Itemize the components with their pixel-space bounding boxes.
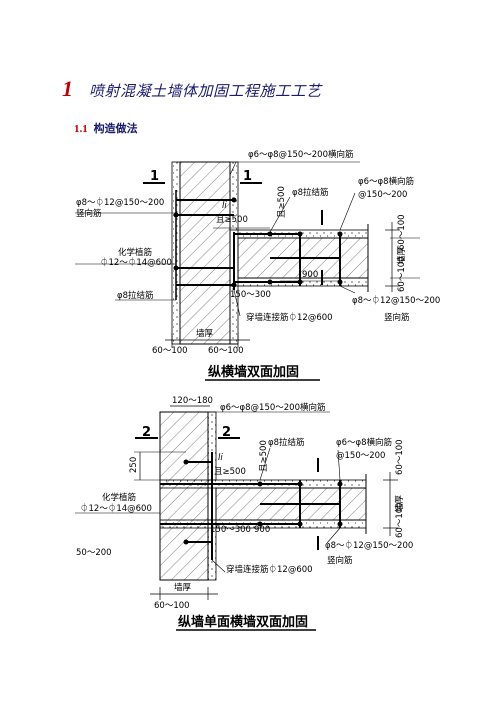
svg-text:化学植筋: 化学植筋 [102, 492, 136, 503]
svg-text:120～180: 120～180 [172, 396, 213, 406]
subsection-title: 构造做法 [93, 122, 138, 135]
section-heading: 1 喷射混凝土墙体加固工程施工工艺 [62, 76, 322, 102]
subsection-number: 1.1 [74, 123, 88, 135]
svg-text:φ8拉结筋: φ8拉结筋 [117, 290, 154, 301]
svg-text:竖向筋: 竖向筋 [327, 555, 353, 566]
svg-text:墙厚: 墙厚 [394, 494, 405, 512]
svg-text:墙厚: 墙厚 [174, 582, 192, 593]
svg-text:li: li [222, 201, 227, 211]
section-mark-right: 2 [222, 425, 231, 440]
svg-text:150～300: 150～300 [230, 290, 271, 300]
label-top-bar: φ6～φ8@150～200横向筋 [248, 149, 353, 160]
section-mark-right: 1 [243, 169, 252, 184]
svg-text:且≥500: 且≥500 [259, 440, 269, 472]
svg-text:⏀12～⏀14@600: ⏀12～⏀14@600 [80, 503, 152, 514]
svg-text:穿墙连接筋⏀12@600: 穿墙连接筋⏀12@600 [246, 312, 333, 323]
svg-text:900: 900 [302, 270, 318, 280]
svg-text:60～100: 60～100 [397, 214, 407, 250]
svg-text:墙厚: 墙厚 [396, 246, 407, 264]
svg-text:li: li [218, 453, 223, 463]
svg-text:墙厚: 墙厚 [196, 328, 214, 339]
masonry-wall [159, 411, 209, 581]
svg-text:且≥500: 且≥500 [277, 186, 287, 218]
svg-text:φ6～φ8横向筋: φ6～φ8横向筋 [358, 176, 414, 187]
svg-text:150～300: 150～300 [210, 525, 251, 535]
svg-text:60～100: 60～100 [154, 601, 190, 611]
svg-text:60～100: 60～100 [395, 439, 405, 475]
subsection-heading: 1.1 构造做法 [74, 120, 138, 136]
svg-text:@150～200: @150～200 [358, 190, 407, 200]
svg-text:化学植筋: 化学植筋 [118, 247, 152, 258]
heading-number: 1 [62, 76, 73, 101]
svg-text:竖向筋: 竖向筋 [384, 312, 410, 323]
masonry-wall [179, 161, 231, 345]
svg-text:竖向筋: 竖向筋 [76, 208, 102, 219]
figure-1-caption: 纵横墙双面加固 [208, 364, 299, 380]
svg-text:900: 900 [254, 525, 270, 535]
svg-text:φ6～φ8@150～200横向筋: φ6～φ8@150～200横向筋 [220, 402, 325, 413]
svg-text:φ8拉结筋: φ8拉结筋 [268, 437, 305, 448]
svg-text:⏀12～⏀14@600: ⏀12～⏀14@600 [100, 257, 172, 268]
section-mark-left: 2 [142, 425, 151, 440]
figure-1-drawing: φ6～φ8@150～200横向筋 1 1 φ8～⏀12@150～200 竖向筋 … [75, 149, 440, 381]
svg-text:且≥500: 且≥500 [216, 215, 248, 225]
figure-2-drawing: 120～180 φ6～φ8@150～200横向筋 2 2 250 φ8拉结筋 φ… [75, 396, 413, 631]
heading-title: 喷射混凝土墙体加固工程施工工艺 [89, 82, 322, 100]
svg-text:φ8～⏀12@150～200: φ8～⏀12@150～200 [76, 197, 164, 208]
svg-text:φ8～⏀12@150～200: φ8～⏀12@150～200 [352, 295, 440, 306]
svg-text:φ8拉结筋: φ8拉结筋 [292, 187, 329, 198]
svg-text:60～100: 60～100 [395, 502, 405, 538]
figure-2-caption: 纵墙单面横墙双面加固 [178, 614, 308, 630]
svg-text:50～200: 50～200 [76, 548, 112, 558]
svg-text:60～100: 60～100 [397, 256, 407, 292]
svg-text:250: 250 [129, 457, 139, 473]
svg-text:@150～200: @150～200 [336, 451, 385, 461]
svg-text:穿墙连接筋⏀12@600: 穿墙连接筋⏀12@600 [226, 564, 313, 575]
svg-text:φ8～⏀12@150～200: φ8～⏀12@150～200 [325, 540, 413, 551]
svg-text:60～100: 60～100 [208, 346, 244, 356]
svg-text:60～100: 60～100 [152, 346, 188, 356]
svg-text:且≥500: 且≥500 [214, 467, 246, 477]
section-mark-left: 1 [150, 169, 159, 184]
svg-text:φ6～φ8横向筋: φ6～φ8横向筋 [336, 437, 392, 448]
